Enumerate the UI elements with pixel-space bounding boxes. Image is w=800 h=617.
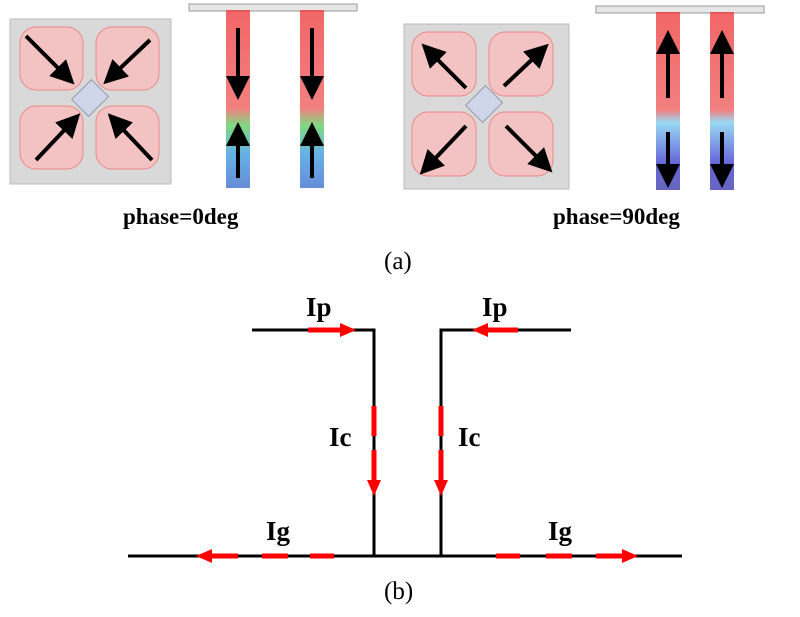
vertical-strips-phase-90	[595, 5, 765, 190]
label-ip-left: Ip	[306, 292, 332, 322]
label-ic-right: Ic	[458, 422, 481, 452]
ip-right-arrowhead	[472, 323, 488, 337]
label-ic-left: Ic	[329, 422, 352, 452]
label-ig-right: Ig	[548, 516, 573, 546]
caption-phase-0: phase=0deg	[123, 204, 239, 229]
ic-right-arrowhead	[434, 480, 448, 496]
ip-left-arrowhead	[340, 323, 356, 337]
ic-left-arrowhead	[367, 480, 381, 496]
label-ip-right: Ip	[482, 292, 508, 322]
panel-a-label: (a)	[384, 248, 412, 275]
caption-phase-90: phase=90deg	[553, 204, 680, 229]
label-ig-left: Ig	[266, 516, 291, 546]
ig-right-arrowhead	[622, 549, 638, 563]
patch-array-phase-90	[403, 23, 570, 190]
panel-b-label: (b)	[384, 578, 414, 605]
ig-left-arrowhead	[196, 549, 212, 563]
patch-array-phase-0	[9, 18, 172, 185]
vertical-strips-phase-0	[188, 3, 358, 188]
current-schematic: Ip Ip Ic Ic Ig Ig	[128, 292, 682, 563]
